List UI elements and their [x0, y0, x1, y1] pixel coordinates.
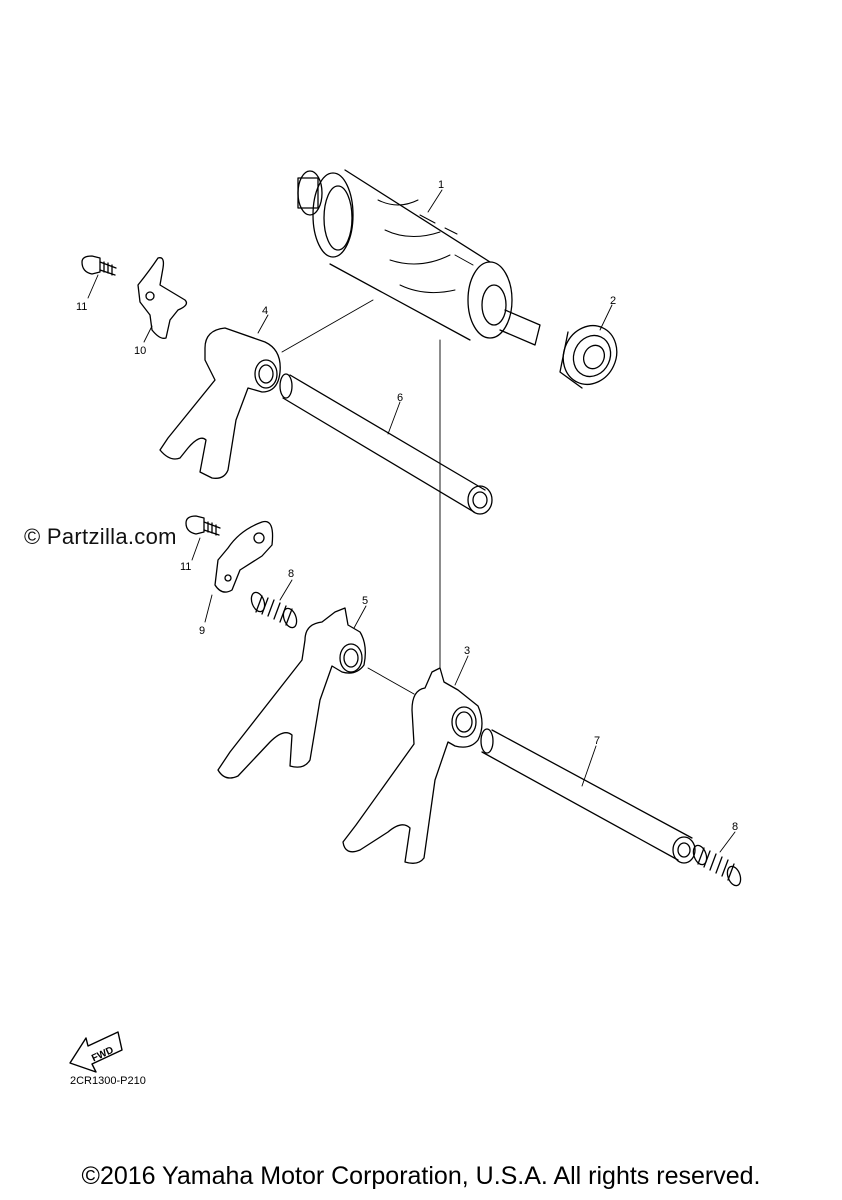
shift-shaft-upper	[279, 373, 493, 515]
shift-drum	[297, 169, 541, 346]
spring-right	[692, 844, 742, 887]
callout-6: 6	[397, 392, 403, 404]
copyright-notice: ©2016 Yamaha Motor Corporation, U.S.A. A…	[81, 1162, 761, 1190]
callout-8-upper: 8	[288, 568, 294, 580]
stopper-plate-lower	[214, 520, 274, 593]
bolt-upper	[81, 255, 117, 276]
callout-11-upper: 11	[76, 301, 87, 313]
callout-5: 5	[362, 595, 368, 607]
fwd-arrow-icon	[69, 1031, 123, 1073]
callout-9: 9	[199, 625, 205, 637]
watermark: © Partzilla.com	[24, 524, 177, 549]
bolt-lower	[185, 515, 221, 536]
shift-fork-upper	[159, 327, 281, 479]
callout-3: 3	[464, 645, 470, 657]
callout-8-lower: 8	[732, 821, 738, 833]
fwd-label: FWD	[90, 1045, 115, 1065]
shift-shaft-lower	[480, 728, 696, 864]
callout-10: 10	[134, 345, 146, 357]
guide-lines	[281, 299, 441, 695]
leader-lines	[87, 189, 736, 853]
spring-left	[250, 591, 298, 629]
callout-11-lower: 11	[180, 561, 191, 573]
shift-fork-middle	[217, 607, 366, 779]
callout-4: 4	[262, 305, 268, 317]
stopper-plate-upper	[137, 257, 188, 339]
callout-1: 1	[438, 179, 444, 191]
callout-2: 2	[610, 295, 616, 307]
callout-7: 7	[594, 735, 600, 747]
diagram-code: 2CR1300-P210	[70, 1075, 146, 1087]
shift-fork-lower	[342, 667, 483, 864]
bearing	[559, 325, 618, 389]
